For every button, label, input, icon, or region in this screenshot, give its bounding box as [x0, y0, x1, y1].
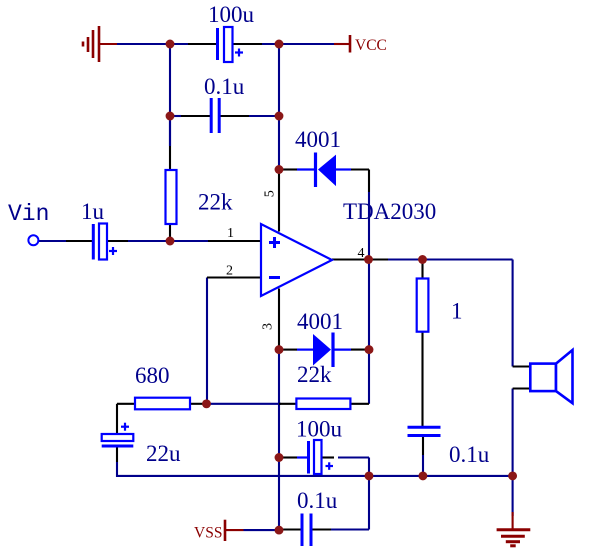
svg-text:22k: 22k — [297, 362, 332, 387]
svg-text:VCC: VCC — [355, 37, 387, 54]
svg-text:1u: 1u — [81, 199, 105, 224]
svg-text:5: 5 — [263, 190, 278, 197]
svg-text:22u: 22u — [146, 441, 181, 466]
svg-text:TDA2030: TDA2030 — [343, 199, 436, 224]
svg-text:0.1u: 0.1u — [297, 488, 338, 513]
svg-text:0.1u: 0.1u — [204, 74, 245, 99]
svg-text:680: 680 — [135, 363, 170, 388]
svg-text:0.1u: 0.1u — [449, 442, 490, 467]
svg-text:100u: 100u — [208, 2, 255, 27]
svg-text:1: 1 — [451, 299, 463, 324]
svg-text:2: 2 — [226, 264, 233, 279]
svg-text:22k: 22k — [198, 190, 233, 215]
svg-text:4001: 4001 — [295, 127, 341, 152]
svg-text:VSS: VSS — [194, 525, 222, 542]
svg-text:4: 4 — [358, 246, 365, 261]
svg-text:4001: 4001 — [297, 309, 343, 334]
svg-text:Vin: Vin — [8, 201, 49, 227]
svg-text:3: 3 — [261, 323, 276, 330]
svg-text:1: 1 — [227, 226, 234, 241]
svg-text:100u: 100u — [296, 417, 343, 442]
